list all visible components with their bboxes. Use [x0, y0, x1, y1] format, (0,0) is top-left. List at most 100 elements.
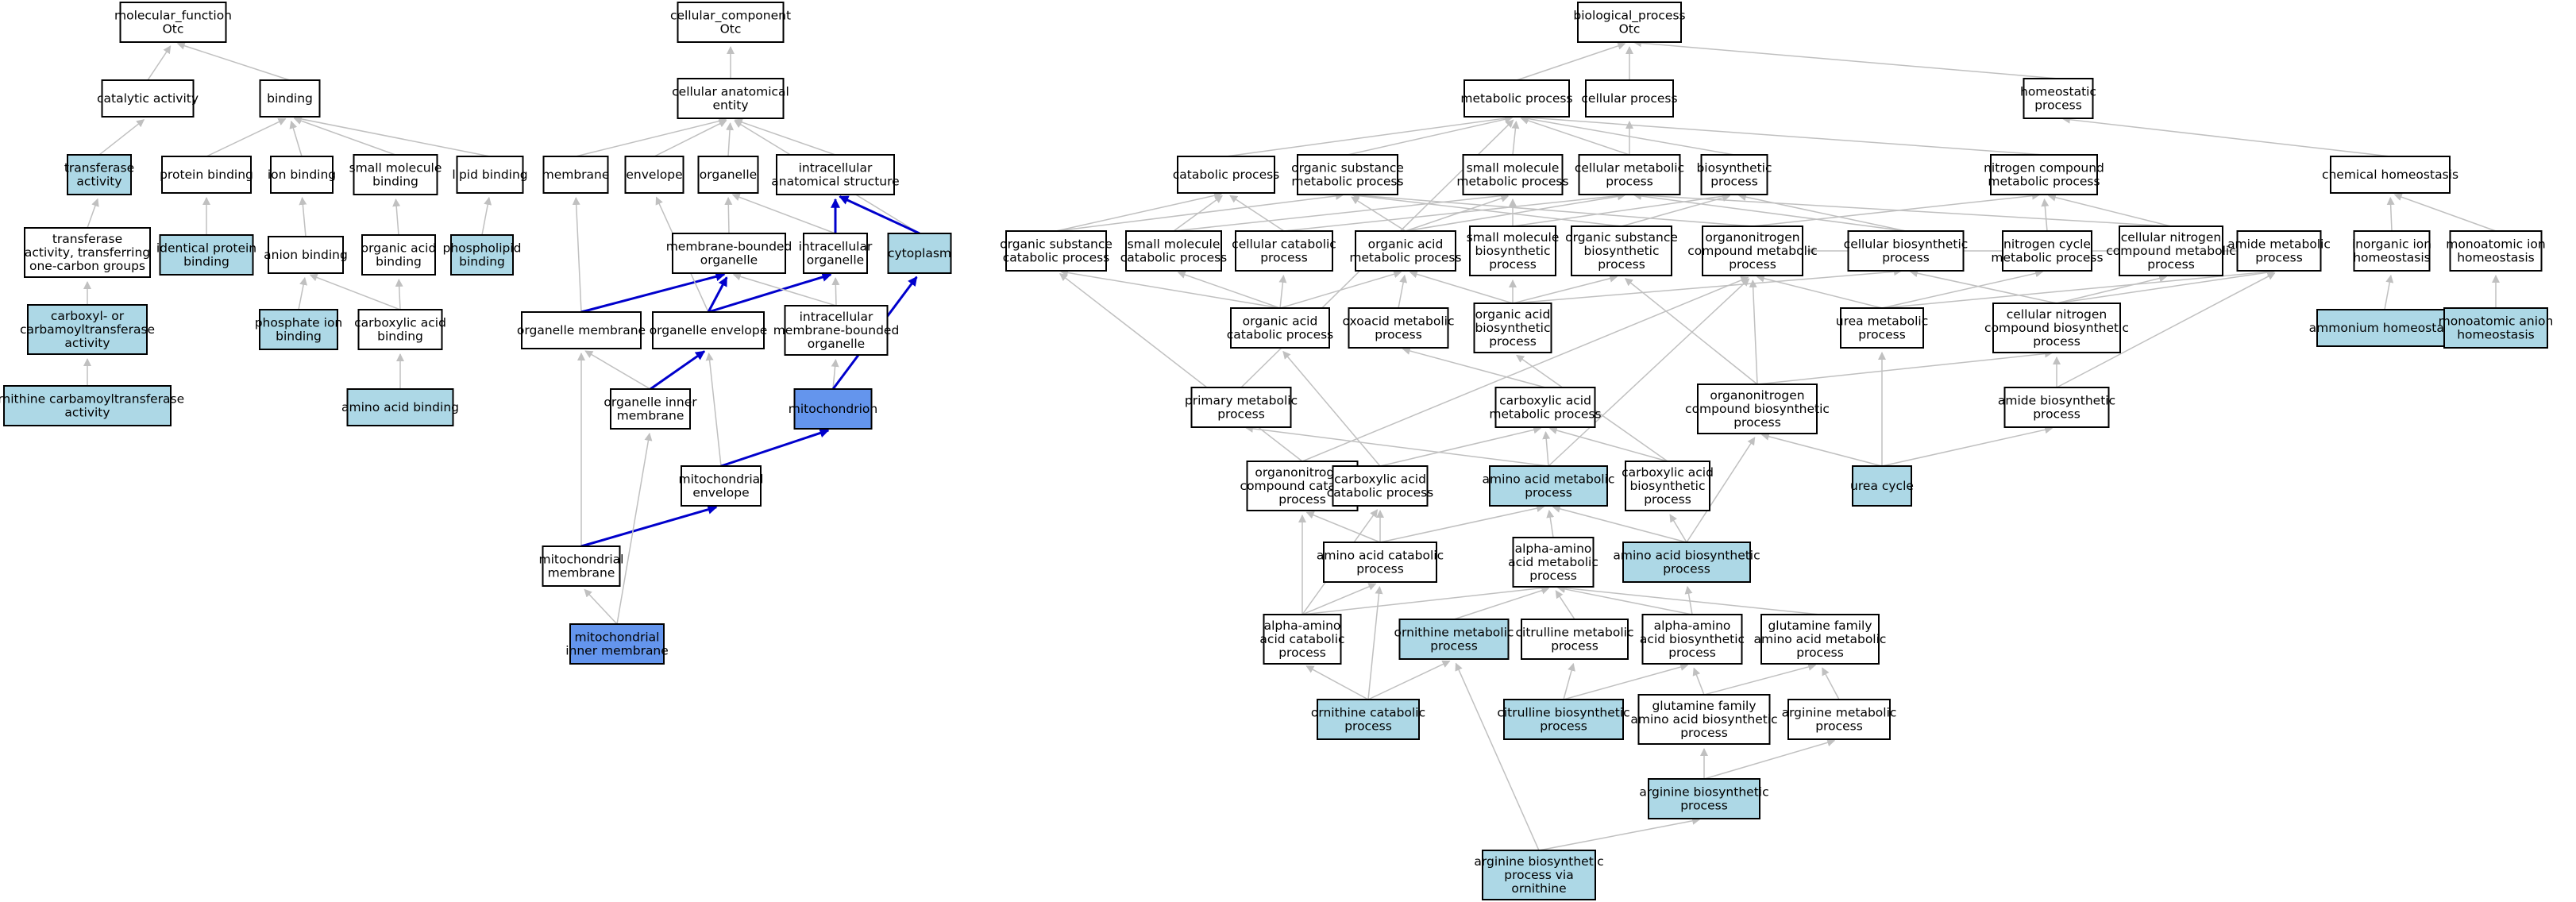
node-box: [1622, 542, 1751, 583]
node-catalytic[interactable]: catalytic activity: [97, 79, 199, 118]
edges-layer: [83, 39, 2500, 851]
node-box: [1641, 614, 1743, 665]
edge-cabp-to-camp: [1548, 426, 1668, 462]
node-org-membrane[interactable]: organelle membrane: [517, 311, 646, 349]
node-label-line: small molecule: [349, 161, 442, 175]
node-binding[interactable]: binding: [259, 79, 321, 118]
node-protein-binding[interactable]: protein binding: [160, 156, 253, 194]
node-anion-binding[interactable]: anion binding: [264, 236, 348, 274]
node-envelope[interactable]: envelope: [624, 156, 684, 194]
node-membrane[interactable]: membrane: [542, 156, 610, 194]
node-box: [672, 233, 786, 274]
node-label-line: process: [2034, 98, 2082, 113]
node-ion-binding[interactable]: ion binding: [268, 156, 336, 194]
node-catabolic[interactable]: catabolic process: [1173, 156, 1280, 194]
node-ammonium[interactable]: ammonium homeostasis: [2309, 309, 2461, 347]
node-org-envelope[interactable]: organelle envelope: [650, 311, 768, 349]
node-cellular-process[interactable]: cellular process: [1581, 79, 1678, 118]
node-metabolic[interactable]: metabolic process: [1460, 79, 1573, 118]
node-urea-cycle[interactable]: urea cycle: [1850, 465, 1914, 507]
node-organelle[interactable]: organelle: [697, 156, 759, 194]
edge-oamp-to-osmp: [1351, 196, 1406, 232]
node-cytoplasm[interactable]: cytoplasm: [887, 233, 952, 274]
edge-gf_bp-to-gf_mp: [1703, 663, 1817, 696]
node-chem-homeo[interactable]: chemical homeostasis: [2322, 156, 2458, 194]
node-label-line: process: [1430, 639, 1478, 653]
node-mitochondrion[interactable]: mitochondrion: [789, 388, 877, 430]
node-aa-binding[interactable]: amino acid binding: [341, 388, 459, 426]
node-lipid-binding[interactable]: lipid binding: [452, 156, 528, 194]
edge-smbp-to-biosynthetic: [1512, 192, 1731, 227]
edge-ncyc-to-ncmp: [2041, 198, 2050, 232]
